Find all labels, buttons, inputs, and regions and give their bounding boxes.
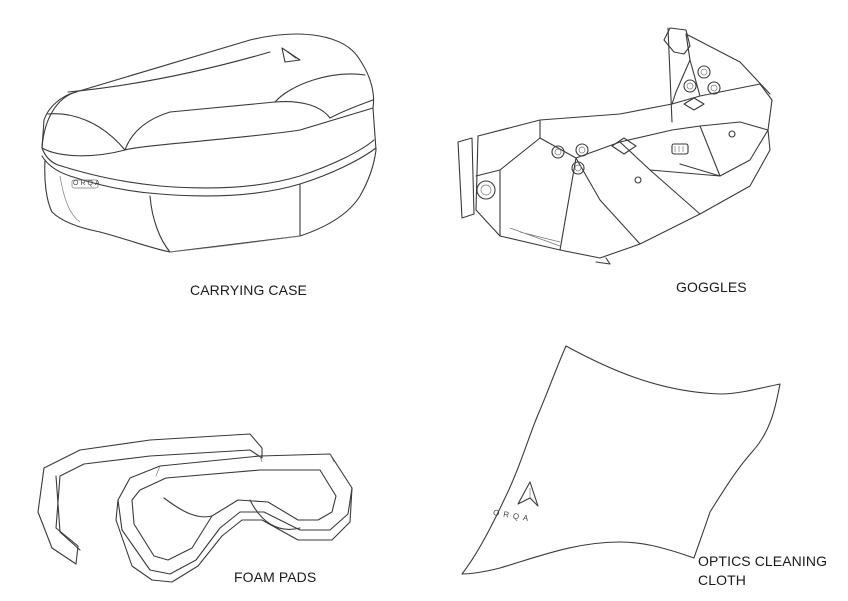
cleaning-cloth-label-line1: OPTICS CLEANING [698, 553, 828, 569]
carrying-case-label: CARRYING CASE [190, 282, 307, 298]
carrying-case-logo: ORQA [73, 180, 102, 187]
cleaning-cloth-label-line2: CLOTH [698, 572, 746, 588]
goggles-label: GOGGLES [676, 279, 747, 295]
foam-pads-label: FOAM PADS [234, 569, 317, 585]
